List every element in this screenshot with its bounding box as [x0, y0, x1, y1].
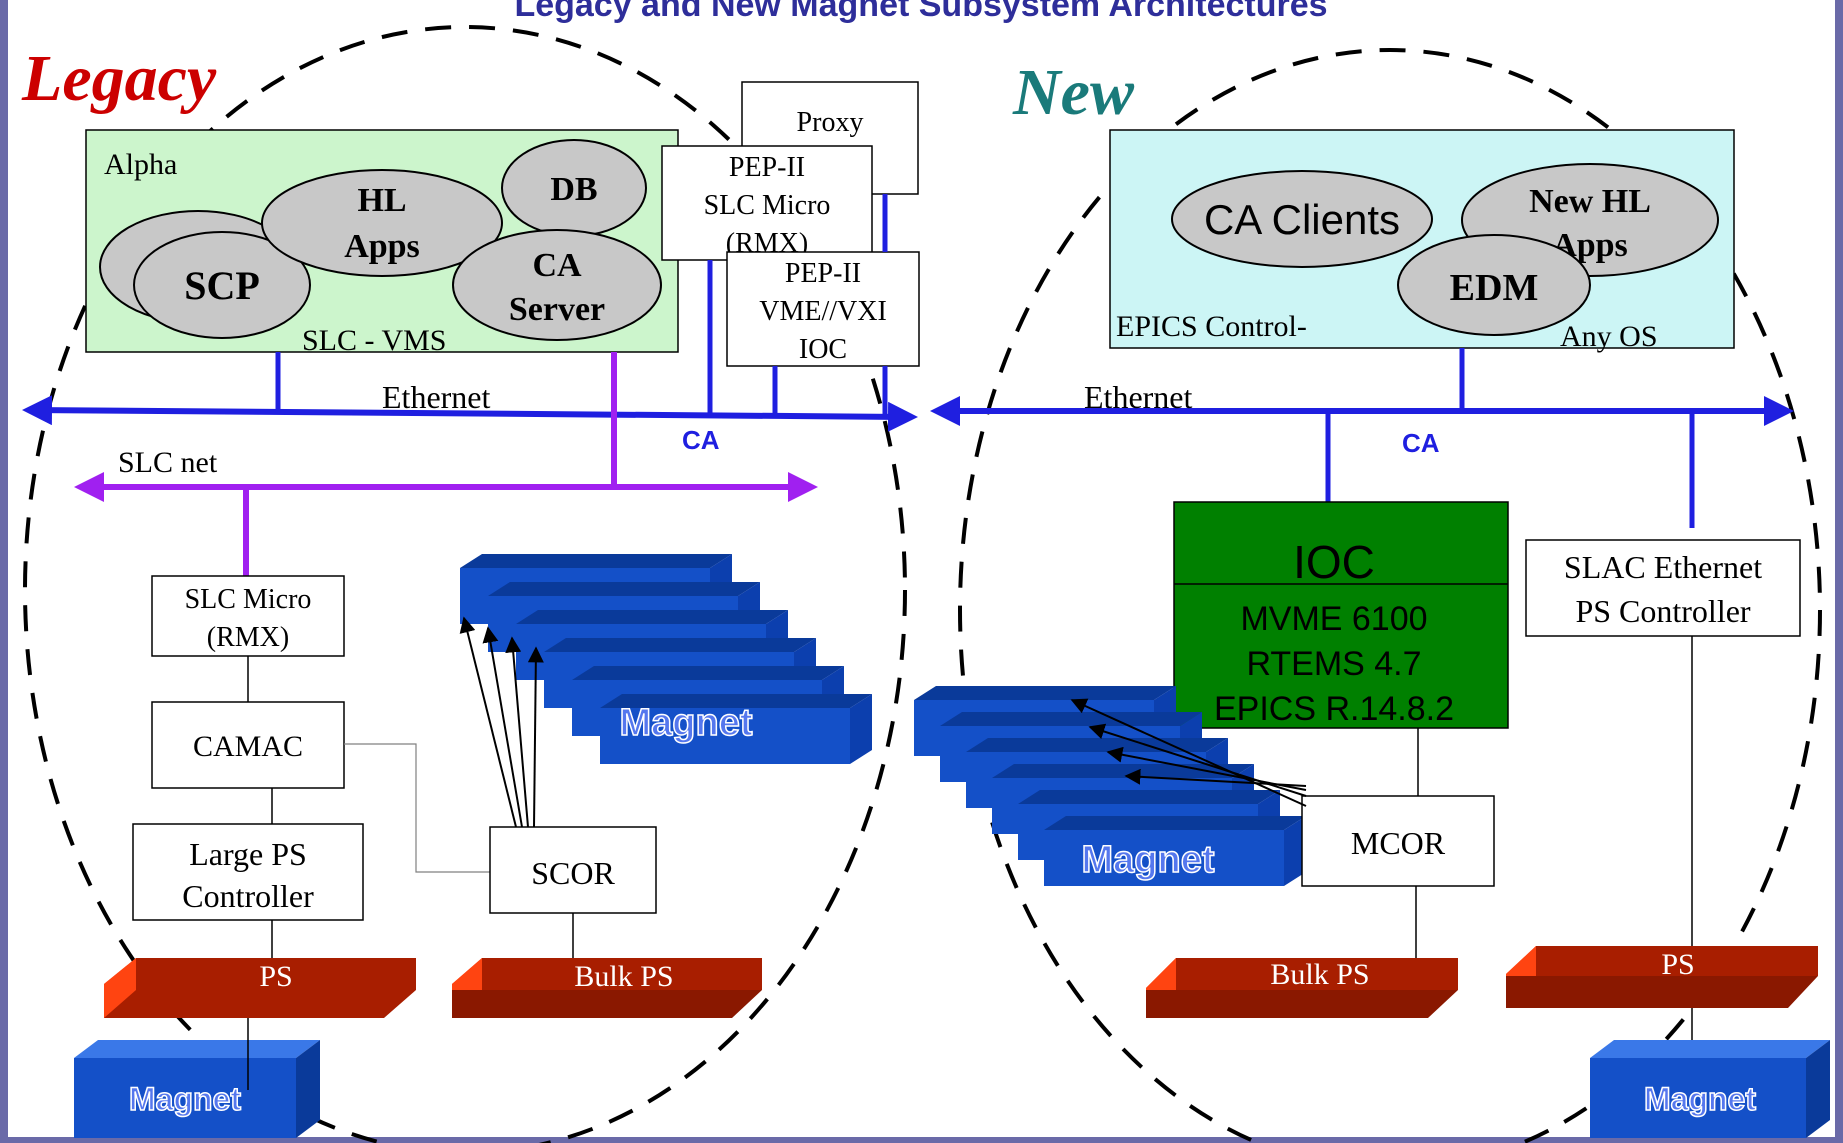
new-ethernet-bus: [930, 348, 1794, 528]
alpha-label: Alpha: [104, 148, 177, 181]
legacy-ethernet-bus: [22, 194, 918, 432]
svg-text:PEP-II: PEP-II: [729, 152, 805, 183]
svg-text:Apps: Apps: [344, 228, 420, 265]
svg-text:Server: Server: [509, 291, 605, 328]
legacy-boundary: [23, 25, 907, 1143]
svg-text:PS: PS: [1661, 948, 1694, 981]
new-ps: PS: [1506, 946, 1818, 1008]
svg-text:SLC Micro: SLC Micro: [185, 584, 312, 615]
legacy-small-magnet: Magnet: [74, 1040, 320, 1138]
legacy-ps: PS: [104, 958, 416, 1018]
svg-text:SLC Micro: SLC Micro: [704, 190, 831, 221]
new-heading: New: [1012, 56, 1135, 129]
svg-text:MVME 6100: MVME 6100: [1240, 600, 1427, 638]
hl-apps-node: HL Apps: [261, 169, 503, 277]
legacy-bulk-ps: Bulk PS: [452, 958, 762, 1018]
svg-text:SCP: SCP: [184, 263, 260, 308]
legacy-magnet-stack: Magnet: [460, 554, 872, 764]
svg-text:Bulk PS: Bulk PS: [1270, 958, 1369, 991]
svg-text:Large PS: Large PS: [189, 836, 307, 872]
slc-micro-box: SLC Micro (RMX): [151, 575, 345, 657]
db-node: DB: [501, 139, 647, 237]
slc-net-bus: [74, 352, 818, 576]
svg-text:(RMX): (RMX): [207, 622, 289, 653]
slc-net-label: SLC net: [118, 446, 218, 479]
svg-text:IOC: IOC: [1293, 536, 1375, 588]
slide-title: Legacy and New Magnet Subsystem Architec…: [514, 0, 1327, 24]
mcor-magnet-arrows: [1070, 698, 1307, 807]
new-ethernet-label: Ethernet: [1084, 379, 1193, 415]
new-boundary: [958, 48, 1822, 1143]
svg-text:RTEMS 4.7: RTEMS 4.7: [1246, 645, 1421, 683]
epics-label: EPICS Control-: [1116, 310, 1307, 343]
svg-text:EDM: EDM: [1450, 267, 1539, 309]
ca-clients-node: CA Clients: [1171, 170, 1433, 268]
svg-text:Magnet: Magnet: [620, 702, 753, 744]
svg-text:Bulk PS: Bulk PS: [574, 960, 673, 993]
edm-node: EDM: [1397, 234, 1591, 336]
svg-text:PEP-II: PEP-II: [785, 258, 861, 289]
pep-ioc-box: PEP-II VME//VXI IOC: [726, 251, 920, 367]
svg-text:CAMAC: CAMAC: [193, 730, 303, 763]
legacy-ca-label: CA: [682, 425, 720, 455]
svg-text:SLAC Ethernet: SLAC Ethernet: [1564, 549, 1762, 585]
svg-text:EPICS R.14.8.2: EPICS R.14.8.2: [1214, 690, 1454, 728]
any-os-label: Any OS: [1560, 320, 1658, 353]
scor-magnet-arrows: [459, 616, 544, 828]
pep-micro-box: PEP-II SLC Micro (RMX): [661, 145, 873, 261]
svg-text:Magnet: Magnet: [1644, 1081, 1756, 1117]
legacy-ethernet-label: Ethernet: [382, 379, 491, 415]
mcor-box: MCOR: [1301, 795, 1495, 887]
new-ca-label: CA: [1402, 428, 1440, 458]
svg-text:Controller: Controller: [182, 878, 314, 914]
large-ps-controller-box: Large PS Controller: [132, 823, 364, 921]
slac-ps-controller-box: SLAC Ethernet PS Controller: [1525, 539, 1801, 637]
ca-server-node: CA Server: [452, 229, 662, 341]
new-small-magnet: Magnet: [1590, 1040, 1830, 1138]
svg-text:VME//VXI: VME//VXI: [759, 296, 887, 327]
svg-text:CA: CA: [532, 247, 582, 284]
legacy-heading: Legacy: [21, 42, 217, 115]
new-bulk-ps: Bulk PS: [1146, 958, 1458, 1018]
svg-text:PS: PS: [259, 960, 292, 993]
svg-text:CA Clients: CA Clients: [1204, 196, 1400, 243]
svg-text:DB: DB: [550, 171, 597, 208]
svg-text:Proxy: Proxy: [797, 107, 864, 138]
svg-text:IOC: IOC: [799, 334, 847, 365]
camac-box: CAMAC: [151, 701, 345, 789]
ioc-box: IOC MVME 6100 RTEMS 4.7 EPICS R.14.8.2: [1173, 501, 1509, 729]
new-magnet-stack: Magnet: [914, 686, 1306, 886]
svg-text:Magnet: Magnet: [129, 1081, 241, 1117]
slc-vms-label: SLC - VMS: [302, 324, 447, 357]
svg-text:HL: HL: [357, 182, 406, 219]
scp-node: SCP: [133, 231, 311, 339]
svg-text:Magnet: Magnet: [1082, 839, 1215, 881]
svg-text:MCOR: MCOR: [1351, 825, 1446, 861]
scor-box: SCOR: [489, 826, 657, 914]
svg-text:SCOR: SCOR: [531, 855, 615, 891]
svg-text:PS Controller: PS Controller: [1575, 593, 1750, 629]
svg-text:New HL: New HL: [1529, 183, 1651, 220]
